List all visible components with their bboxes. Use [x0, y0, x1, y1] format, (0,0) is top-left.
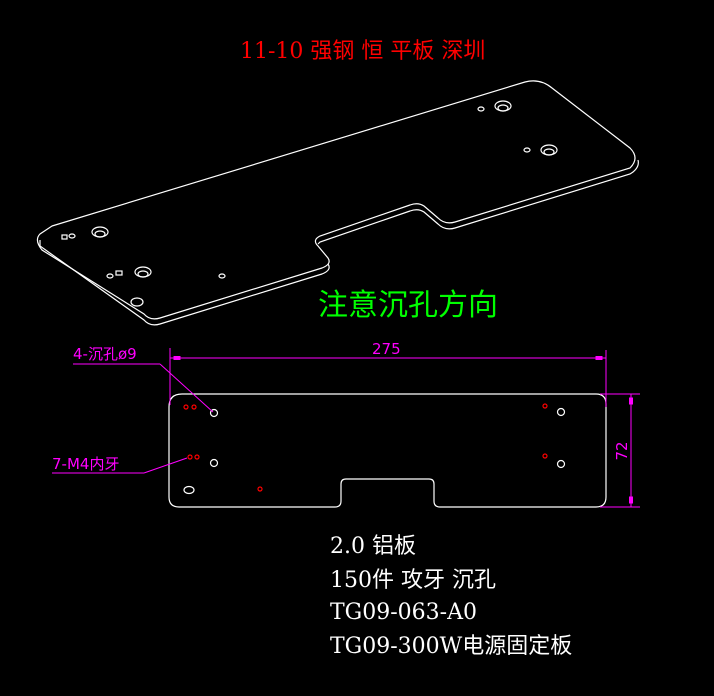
callout-countersink: 4-沉孔ø9: [73, 345, 137, 363]
m4-hole: [542, 453, 548, 459]
spec-part-name: TG09-300W电源固定板: [330, 634, 572, 659]
iso-plate-top: [36, 80, 636, 320]
iso-countersink-hole: [91, 226, 109, 238]
dim-length-label: 275: [372, 340, 401, 358]
dimensions: [52, 348, 640, 508]
iso-countersink-inner: [137, 270, 149, 278]
iso-small-hole: [68, 233, 76, 239]
flat-plate-outline: [168, 393, 607, 508]
dim-arrow: [629, 496, 633, 504]
countersink-hole: [556, 459, 566, 469]
m4-hole: [187, 454, 193, 460]
iso-countersink-inner: [543, 148, 555, 156]
spec-material: 2.0 铝板: [330, 534, 416, 559]
m4-hole: [194, 454, 200, 460]
iso-countersink-inner: [94, 230, 106, 238]
iso-slot-hole: [130, 297, 144, 307]
leader-line: [143, 457, 188, 474]
iso-countersink-inner: [497, 104, 509, 112]
iso-small-hole: [106, 273, 114, 279]
iso-small-hole: [61, 234, 68, 240]
countersink-hole: [209, 458, 219, 468]
m4-hole: [257, 486, 263, 492]
m4-hole: [191, 404, 197, 410]
dim-arrow: [173, 356, 181, 360]
m4-hole: [183, 404, 189, 410]
isometric-view: [36, 80, 639, 326]
drawing-title: 11-10 强钢 恒 平板 深圳: [240, 39, 485, 64]
spec-part-number: TG09-063-A0: [330, 600, 477, 625]
iso-small-hole: [523, 147, 531, 153]
iso-countersink-hole: [540, 144, 558, 156]
dim-width-label: 72: [613, 441, 631, 460]
callout-thread: 7-M4内牙: [52, 455, 119, 473]
iso-small-hole: [477, 106, 485, 112]
flat-view: [168, 393, 607, 508]
countersink-hole: [556, 407, 566, 417]
countersink-direction-note: 注意沉孔方向: [318, 288, 498, 323]
threaded-holes: [183, 403, 548, 492]
iso-small-hole: [115, 270, 123, 276]
dim-arrow: [629, 397, 633, 405]
slot-hole: [183, 485, 195, 495]
iso-countersink-hole: [494, 100, 512, 112]
iso-countersink-hole: [134, 266, 152, 278]
spec-notes: 2.0 铝板 150件 攻牙 沉孔 TG09-063-A0 TG09-300W电…: [330, 534, 572, 659]
countersink-hole: [209, 408, 219, 418]
m4-hole: [542, 403, 548, 409]
iso-small-hole: [218, 273, 226, 279]
spec-quantity: 150件 攻牙 沉孔: [330, 568, 496, 593]
iso-plate-bottom-edge: [39, 159, 639, 326]
leader-line: [159, 363, 214, 413]
dim-arrow: [595, 356, 603, 360]
